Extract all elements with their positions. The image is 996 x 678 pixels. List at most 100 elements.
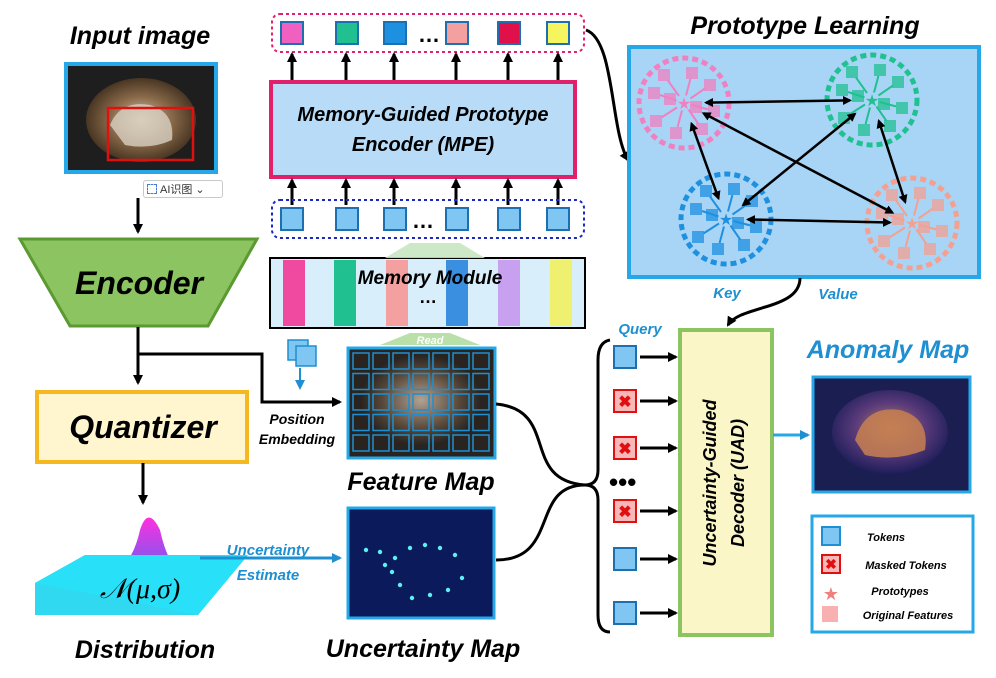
encoder-label: Encoder xyxy=(75,265,205,301)
original-feature xyxy=(648,87,660,99)
feature-cell xyxy=(412,393,430,411)
feature-cell xyxy=(452,352,470,370)
original-feature xyxy=(728,183,740,195)
mpe-input-arrows xyxy=(287,178,563,205)
prototype-tokens-container xyxy=(271,13,585,53)
original-feature xyxy=(892,76,904,88)
uncertainty-point xyxy=(377,549,383,555)
original-feature xyxy=(670,127,682,139)
arrow-key-value-decoder xyxy=(726,277,802,327)
input-token xyxy=(546,207,570,231)
prototype-token xyxy=(546,21,570,45)
original-feature xyxy=(836,84,848,96)
original-feature xyxy=(750,221,762,233)
original-feature xyxy=(936,225,948,237)
feature-cell xyxy=(392,434,410,452)
anomaly-map-title: Anomaly Map xyxy=(806,336,970,364)
feature-cell xyxy=(392,413,410,432)
uncertainty-point xyxy=(392,555,398,561)
feature-cell xyxy=(432,393,450,411)
legend-masked-swatch xyxy=(821,554,841,574)
uad-label-line2: Decoder (UAD) xyxy=(728,419,748,547)
pull-arrow xyxy=(676,110,683,128)
feature-cell xyxy=(412,372,430,391)
pull-arrow xyxy=(877,84,894,97)
original-feature xyxy=(886,189,898,201)
original-feature xyxy=(686,67,698,79)
uncertainty-point xyxy=(409,595,415,601)
prototype-learning-title: Prototype Learning xyxy=(690,12,919,40)
original-feature xyxy=(878,235,890,247)
pull-arrow xyxy=(718,226,725,244)
legend-token-swatch xyxy=(821,526,841,546)
prototype-tokens-ellipsis: … xyxy=(418,22,440,47)
feature-cell xyxy=(472,352,490,370)
query-label: Query xyxy=(618,321,662,338)
original-feature xyxy=(896,102,908,114)
prototype-token xyxy=(445,21,469,45)
uncertainty-point xyxy=(407,545,413,551)
uncertainty-estimate-line2: Estimate xyxy=(237,567,300,584)
feature-cell xyxy=(372,413,390,432)
pull-arrow xyxy=(729,224,742,241)
normal-distribution-symbol: 𝒩(μ,σ) xyxy=(100,574,180,605)
feature-cell xyxy=(392,352,410,370)
input-tokens-ellipsis: … xyxy=(412,208,434,233)
feature-cell xyxy=(372,393,390,411)
feature-cell xyxy=(472,434,490,452)
prototype-star: ★ xyxy=(677,96,691,113)
masked-token xyxy=(613,436,637,460)
input-image-title: Input image xyxy=(70,22,210,50)
feature-cell xyxy=(352,352,370,370)
original-feature xyxy=(690,203,702,215)
uncertainty-point xyxy=(437,545,443,551)
pull-arrow xyxy=(919,224,937,231)
mpe-output-arrows xyxy=(287,52,563,82)
masked-token-cross: ✖ xyxy=(618,504,631,521)
scan-icon xyxy=(147,184,157,194)
ai-recognition-badge[interactable]: AI识图 ⌄ xyxy=(143,180,223,198)
token-brace xyxy=(584,338,611,634)
original-feature xyxy=(704,79,716,91)
masked-token xyxy=(613,389,637,413)
original-feature xyxy=(658,69,670,81)
pull-arrow xyxy=(685,78,692,96)
arrow-to-prototype-learning xyxy=(585,28,630,162)
memory-slot xyxy=(550,260,572,326)
prototype-clusters: ★★★★ xyxy=(636,52,960,271)
prototype-star: ★ xyxy=(905,216,919,233)
feature-cell xyxy=(412,352,430,370)
query-token xyxy=(613,345,637,369)
input-tokens-container xyxy=(271,199,585,239)
query-ellipsis: ••• xyxy=(609,467,636,497)
original-feature xyxy=(650,115,662,127)
mpe-block: Memory-Guided Prototype Encoder (MPE) xyxy=(269,80,577,179)
uncertainty-point xyxy=(397,582,403,588)
legend-prototypes: Prototypes xyxy=(871,586,928,598)
feature-cell xyxy=(472,393,490,411)
encoder-block: Encoder xyxy=(17,237,260,328)
input-image xyxy=(64,62,218,174)
memory-slot xyxy=(334,260,356,326)
pull-arrow xyxy=(913,198,920,216)
feature-cell xyxy=(392,393,410,411)
original-feature xyxy=(914,187,926,199)
memory-module xyxy=(269,257,586,329)
feature-cell xyxy=(452,393,470,411)
original-feature xyxy=(700,185,712,197)
input-tokens xyxy=(280,207,570,231)
masked-token-cross: ✖ xyxy=(618,441,631,458)
original-feature xyxy=(858,124,870,136)
prototype-token xyxy=(335,21,359,45)
read-arrow xyxy=(380,333,480,345)
pull-arrow xyxy=(879,101,897,108)
memory-slot xyxy=(283,260,305,326)
feature-cell xyxy=(432,413,450,432)
feature-to-decoder-curve xyxy=(495,402,586,487)
pull-arrow xyxy=(703,222,720,235)
feature-cell xyxy=(372,434,390,452)
input-token xyxy=(280,207,304,231)
prototype-token xyxy=(280,21,304,45)
legend-original-features: Original Features xyxy=(863,610,953,622)
distribution-shape: 𝒩(μ,σ) xyxy=(35,517,248,615)
